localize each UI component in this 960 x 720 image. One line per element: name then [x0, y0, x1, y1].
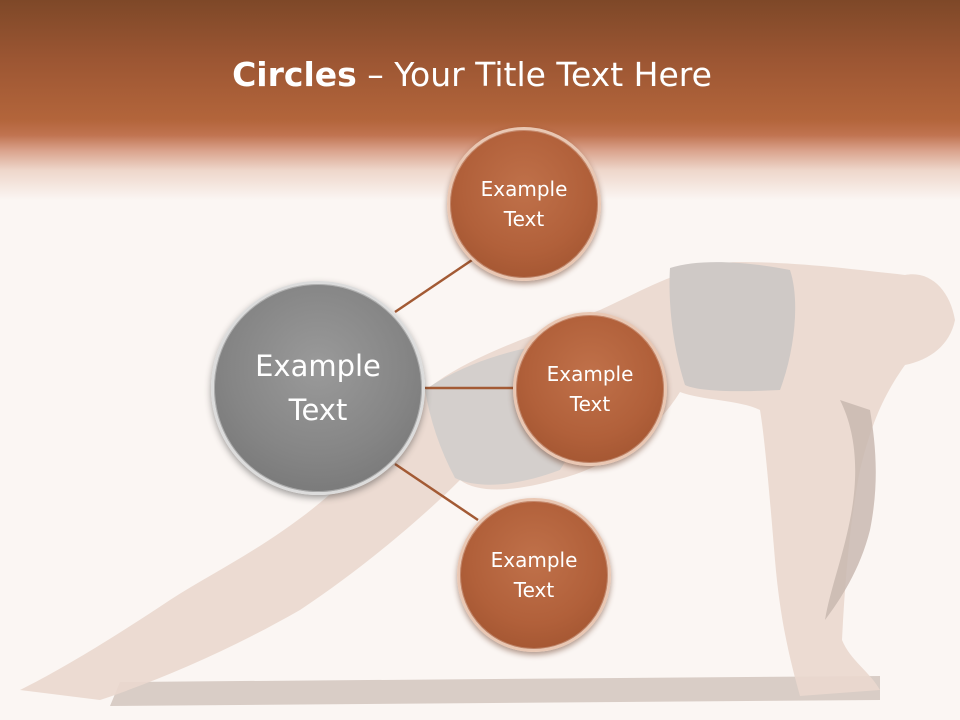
- top-garment: [669, 262, 796, 392]
- connector-bottom: [394, 462, 479, 522]
- hair: [825, 400, 876, 620]
- connector-top: [394, 254, 479, 314]
- title-bold: Circles: [232, 55, 357, 94]
- satellite-circle-bottom: Example Text: [457, 498, 611, 652]
- center-circle-text: Example Text: [255, 349, 381, 427]
- satellite-circle-top: Example Text: [447, 127, 601, 281]
- satellite-middle-text: Example Text: [546, 362, 634, 416]
- slide-title: Circles – Your Title Text Here: [0, 52, 944, 98]
- title-rest: – Your Title Text Here: [356, 55, 712, 94]
- center-circle: Example Text: [211, 281, 425, 495]
- satellite-circle-middle: Example Text: [513, 312, 667, 466]
- satellite-bottom-text: Example Text: [490, 548, 578, 602]
- satellite-top-text: Example Text: [480, 177, 568, 231]
- yoga-mat: [110, 676, 880, 706]
